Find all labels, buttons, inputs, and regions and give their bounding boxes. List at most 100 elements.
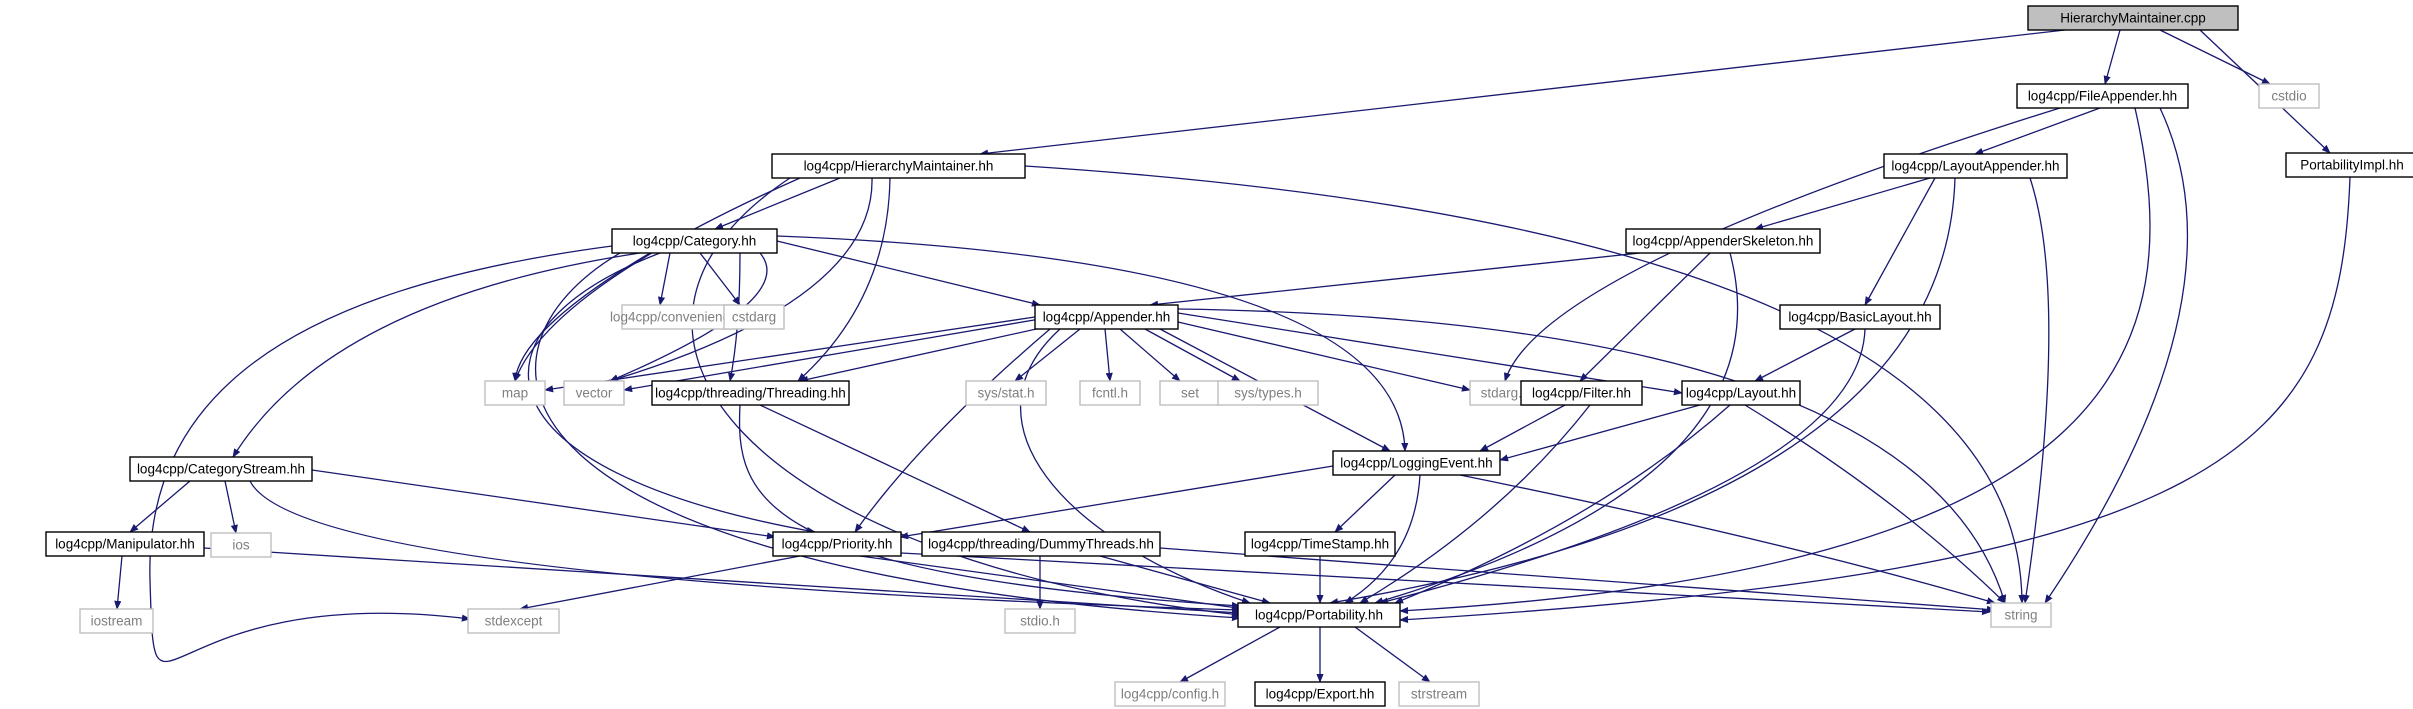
node-box bbox=[1990, 602, 2052, 628]
node-fa[interactable]: log4cpp/FileAppender.hh bbox=[2016, 83, 2189, 109]
node-label: strstream bbox=[1411, 687, 1467, 702]
node-pimpl[interactable]: PortabilityImpl.hh bbox=[2285, 152, 2413, 178]
node-box bbox=[772, 531, 902, 557]
node-label: stdarg.h bbox=[1481, 386, 1530, 401]
edge-app-to-sysstat bbox=[1014, 328, 1081, 382]
node-label: log4cpp/HierarchyMaintainer.hh bbox=[804, 159, 994, 174]
edge-cat-to-app bbox=[776, 240, 1041, 307]
node-box bbox=[2258, 83, 2320, 109]
edge-thr-to-dt bbox=[759, 404, 1031, 533]
edge-cat-to-conv bbox=[657, 252, 671, 306]
edge-hm-to-cat bbox=[714, 177, 841, 230]
edge-cat-to-cs bbox=[232, 252, 641, 458]
node-cstdarg: cstdarg bbox=[723, 304, 785, 330]
node-label: ios bbox=[232, 538, 250, 553]
edge-cat-to-port bbox=[534, 252, 1241, 622]
node-layout[interactable]: log4cpp/Layout.hh bbox=[1681, 380, 1801, 406]
node-box bbox=[79, 608, 154, 634]
node-bl[interactable]: log4cpp/BasicLayout.hh bbox=[1779, 304, 1941, 330]
node-label: log4cpp/Priority.hh bbox=[782, 537, 893, 552]
node-app[interactable]: log4cpp/Appender.hh bbox=[1034, 304, 1179, 330]
node-stdio: stdio.h bbox=[1004, 608, 1076, 634]
node-filter[interactable]: log4cpp/Filter.hh bbox=[1520, 380, 1643, 406]
node-vector: vector bbox=[563, 380, 625, 406]
edge-fa-to-string bbox=[2044, 107, 2189, 604]
edge-app-to-thr bbox=[799, 325, 1051, 383]
node-box bbox=[1217, 380, 1319, 406]
node-cat[interactable]: log4cpp/Category.hh bbox=[611, 228, 778, 254]
edge-hm-to-string bbox=[1024, 165, 2026, 604]
node-label: stdio.h bbox=[1020, 614, 1060, 629]
node-prio[interactable]: log4cpp/Priority.hh bbox=[772, 531, 902, 557]
edge-hm-to-thr bbox=[797, 177, 891, 382]
node-label: log4cpp/threading/Threading.hh bbox=[655, 386, 846, 401]
edge-prio-to-stdexcept bbox=[519, 555, 801, 612]
node-label: log4cpp/convenience.h bbox=[610, 310, 748, 325]
node-export[interactable]: log4cpp/Export.hh bbox=[1254, 681, 1386, 707]
node-label: log4cpp/Appender.hh bbox=[1043, 310, 1171, 325]
node-systypes: sys/types.h bbox=[1217, 380, 1319, 406]
node-label: log4cpp/Export.hh bbox=[1266, 687, 1375, 702]
node-label: vector bbox=[576, 386, 613, 401]
edge-app-to-systypes bbox=[1144, 328, 1241, 382]
node-label: stdexcept bbox=[485, 614, 543, 629]
edge-hm-to-vector bbox=[609, 177, 873, 383]
node-label: HierarchyMaintainer.cpp bbox=[2060, 11, 2206, 26]
node-box bbox=[1625, 228, 1821, 254]
node-cstdio: cstdio bbox=[2258, 83, 2320, 109]
node-box bbox=[484, 380, 546, 406]
edge-root-to-cstdio bbox=[2159, 29, 2271, 85]
node-le[interactable]: log4cpp/LoggingEvent.hh bbox=[1332, 450, 1501, 476]
node-label: log4cpp/LoggingEvent.hh bbox=[1340, 456, 1492, 471]
edge-manip-to-port bbox=[203, 547, 1241, 617]
edge-app-to-prio bbox=[854, 328, 1051, 533]
node-label: iostream bbox=[91, 614, 143, 629]
node-strstream: strstream bbox=[1398, 681, 1480, 707]
node-ts[interactable]: log4cpp/TimeStamp.hh bbox=[1244, 531, 1396, 557]
node-hm[interactable]: log4cpp/HierarchyMaintainer.hh bbox=[771, 153, 1026, 179]
edge-cs-to-prio bbox=[311, 469, 776, 540]
edge-dt-to-string bbox=[1159, 547, 1996, 613]
node-box bbox=[2285, 152, 2413, 178]
node-label: fcntl.h bbox=[1092, 386, 1128, 401]
node-label: cstdio bbox=[2271, 89, 2306, 104]
node-box bbox=[1034, 304, 1179, 330]
node-as[interactable]: log4cpp/AppenderSkeleton.hh bbox=[1625, 228, 1821, 254]
node-label: log4cpp/FileAppender.hh bbox=[2028, 89, 2177, 104]
node-box bbox=[1254, 681, 1386, 707]
node-box bbox=[1114, 681, 1226, 707]
node-port[interactable]: log4cpp/Portability.hh bbox=[1237, 602, 1401, 628]
node-cs[interactable]: log4cpp/CategoryStream.hh bbox=[129, 456, 313, 482]
node-label: log4cpp/CategoryStream.hh bbox=[137, 462, 305, 477]
node-label: log4cpp/config.h bbox=[1121, 687, 1219, 702]
file-nodes: HierarchyMaintainer.cpp log4cpp/Hierarchy… bbox=[45, 5, 2413, 707]
node-label: log4cpp/Portability.hh bbox=[1255, 608, 1383, 623]
node-label: log4cpp/TimeStamp.hh bbox=[1251, 537, 1389, 552]
node-thr[interactable]: log4cpp/threading/Threading.hh bbox=[651, 380, 850, 406]
edge-le-to-string bbox=[1459, 474, 1996, 605]
edge-cat-to-map bbox=[512, 252, 651, 382]
edge-cs-to-manip bbox=[129, 480, 191, 533]
node-root[interactable]: HierarchyMaintainer.cpp bbox=[2027, 5, 2239, 31]
node-manip[interactable]: log4cpp/Manipulator.hh bbox=[45, 531, 205, 557]
dependency-edges bbox=[114, 29, 2351, 683]
node-dt[interactable]: log4cpp/threading/DummyThreads.hh bbox=[921, 531, 1161, 557]
edge-port-to-strstream bbox=[1354, 626, 1431, 683]
edge-cat-to-le bbox=[776, 235, 1409, 452]
node-box bbox=[1398, 681, 1480, 707]
edge-root-to-hm bbox=[979, 29, 2066, 157]
edge-thr-to-port bbox=[738, 404, 1241, 610]
edge-le-to-ts bbox=[1334, 474, 1396, 533]
node-box bbox=[210, 532, 272, 558]
node-box bbox=[621, 304, 737, 330]
edge-app-to-vector bbox=[623, 318, 1041, 393]
node-label: log4cpp/Category.hh bbox=[633, 234, 757, 249]
node-label: sys/stat.h bbox=[977, 386, 1034, 401]
node-box bbox=[2016, 83, 2189, 109]
node-box bbox=[1520, 380, 1643, 406]
edge-dt-to-port bbox=[1099, 555, 1271, 605]
node-la[interactable]: log4cpp/LayoutAppender.hh bbox=[1883, 153, 2068, 179]
edge-root-to-fa bbox=[2103, 29, 2121, 85]
node-label: PortabilityImpl.hh bbox=[2300, 158, 2404, 173]
node-label: log4cpp/Manipulator.hh bbox=[55, 537, 195, 552]
